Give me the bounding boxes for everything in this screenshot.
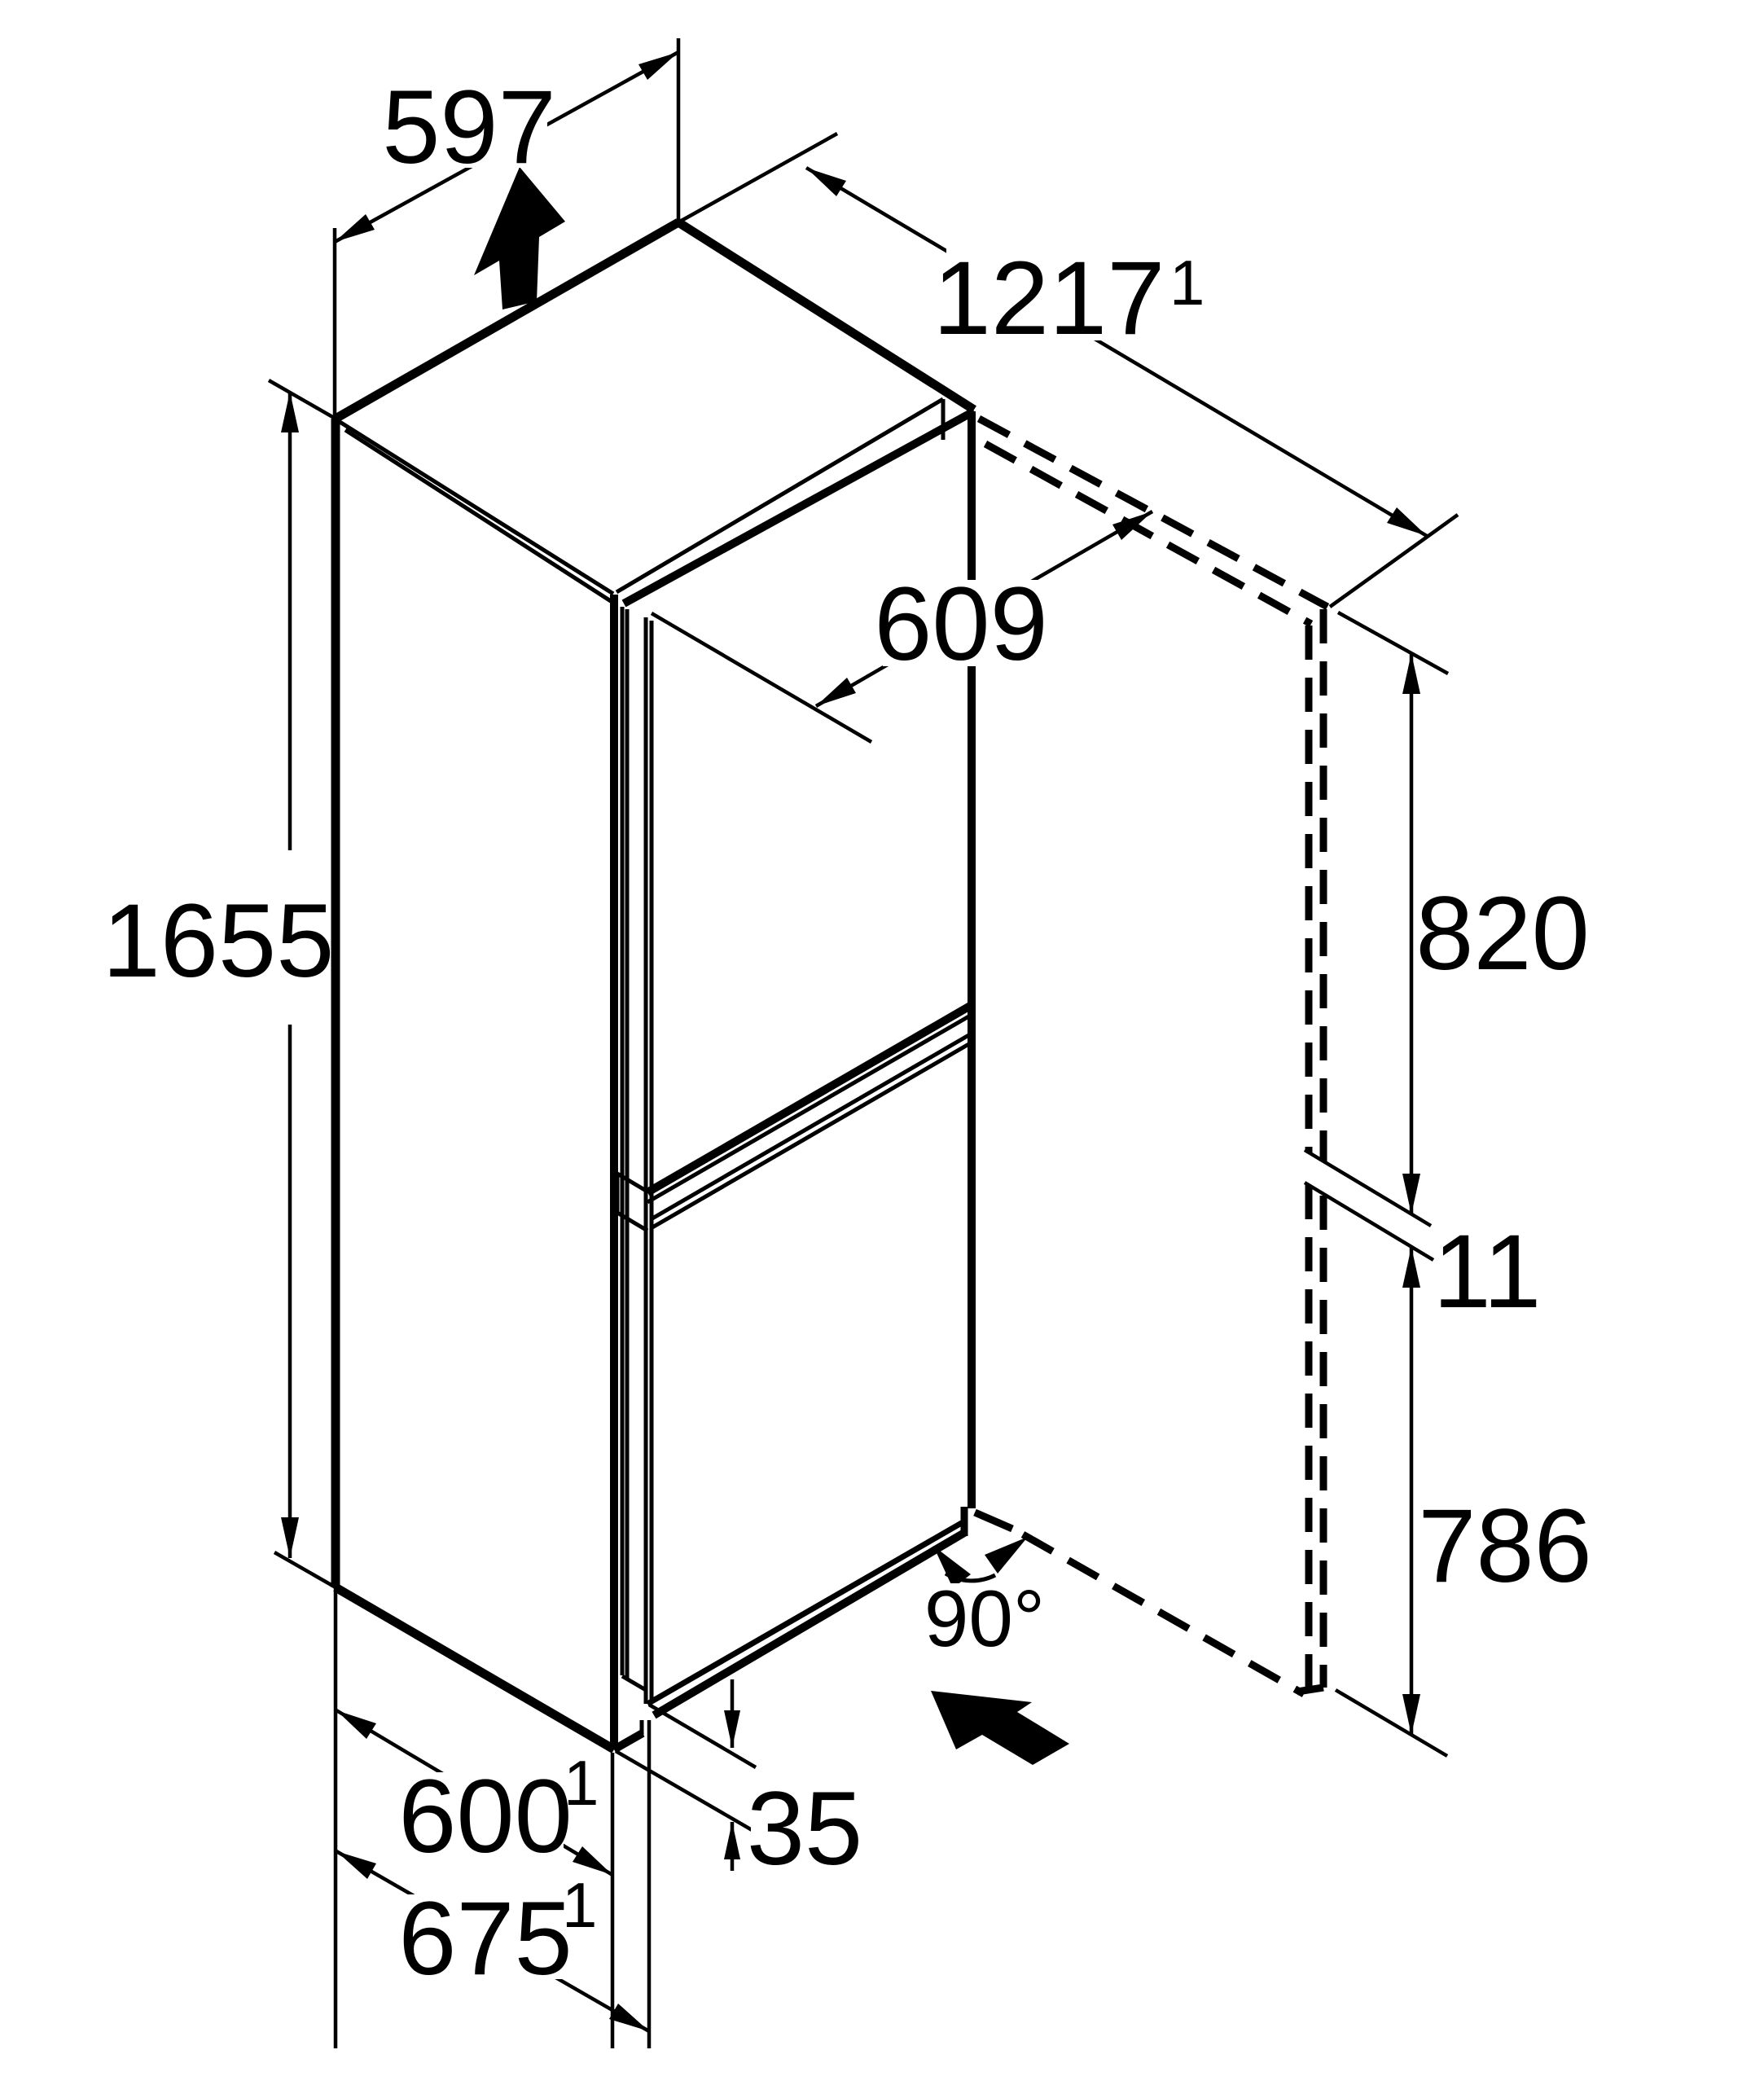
arrow-35-top [724,1710,740,1748]
label-90deg-text: 90° [924,1574,1045,1663]
edge-top-door-strip-inner [615,397,945,595]
label-675: 675 1 [398,1869,599,1997]
ext-1655-top [267,379,337,420]
label-609-text: 609 [874,566,1048,683]
label-600-text: 600 [398,1758,573,1875]
label-90deg: 90° [924,1574,1046,1663]
arrow-597-right [638,52,678,80]
label-1655-text: 1655 [103,883,335,999]
arrow-820-bottom [1402,1174,1420,1214]
open-door-bottom-cap [1297,1683,1324,1696]
ext-1655-bottom [273,1551,337,1589]
label-35-text: 35 [747,1771,862,1887]
arrow-820-top [1402,653,1420,694]
label-597-text: 597 [382,69,556,186]
door-side-bottom [621,1674,647,1692]
arrow-35-bottom [724,1822,740,1859]
dimension-labels: 597 1217 1 609 1655 820 11 786 90° [103,69,1592,1997]
lower-door-bottom-outer [646,1518,966,1707]
label-609: 609 [874,566,1048,683]
edge-top-front-left-outer [336,418,615,596]
edge-top-right-back [676,218,976,414]
ext-786-bottom [1334,1688,1449,1758]
ext-1217-apex [677,132,839,224]
label-600-sup: 1 [564,1747,599,1819]
lower-door-top-edge-1 [651,1031,973,1221]
dim-1217 [805,166,1428,538]
edge-top-door-strip-outer [621,407,976,608]
label-600: 600 1 [398,1747,601,1875]
edge-bottom-left [333,1583,617,1754]
arrow-1655-top [281,392,299,432]
label-1217-text: 1217 [933,240,1165,357]
ext-35-upper [647,1703,757,1769]
big-arrows [474,167,1069,1765]
arrow-609-left [816,678,856,706]
arrow-600-right [573,1846,612,1875]
label-35: 35 [747,1771,862,1887]
edge-top-left-back [333,218,681,423]
upper-door-bottom-edge [645,1001,974,1196]
open-door-top-inner [983,441,1314,627]
ext-820-door-top [1336,611,1450,675]
label-11-text: 11 [1433,1214,1542,1330]
label-11: 11 [1433,1214,1542,1330]
divider-stub-bottom [616,1210,649,1233]
arrow-1655-bottom [281,1517,299,1558]
door-bottom-hinge-stub [973,1508,1014,1533]
up-direction-arrow-icon [474,167,565,309]
label-675-text: 675 [398,1881,573,1997]
label-675-sup: 1 [562,1869,597,1941]
arrow-675-left [336,1851,376,1879]
label-1217: 1217 1 [933,240,1207,357]
arrow-1217-left [806,168,846,196]
ext-609-left [650,612,873,744]
label-1217-sup: 1 [1169,247,1205,318]
arrow-675-right [609,2004,649,2031]
base-front-edge [612,1729,645,1754]
arrow-600-left [336,1710,376,1739]
door-swing-arc [933,1537,1028,1588]
ext-35-lower [614,1749,761,1836]
ext-1217-door [1328,513,1459,608]
lower-door-bottom-inner [652,1529,967,1719]
open-door-top-outer [976,415,1330,610]
divider-stub-top [616,1171,649,1194]
dimension-arrowheads [281,52,1427,2031]
label-786-text: 786 [1418,1488,1592,1604]
open-door-dashed [976,415,1330,1697]
arrow-597-left [335,214,375,242]
lower-door-top-edge-2 [651,1040,973,1230]
open-door-bottom [1020,1531,1306,1697]
label-597: 597 [382,69,556,186]
arc-arrow-right [985,1537,1028,1574]
label-820: 820 [1415,876,1590,992]
arrow-1217-right [1387,507,1427,536]
arc-arrow-left [933,1546,971,1588]
upper-door-bottom-inner [646,1012,973,1205]
label-786: 786 [1418,1488,1592,1604]
label-820-text: 820 [1415,876,1590,992]
door-open-direction-arrow-icon [931,1691,1069,1765]
cabinet-outline [331,218,1014,1754]
extension-lines [267,38,1459,2048]
edge-top-front-left-inner [344,428,615,605]
arrow-609-right [1112,511,1152,540]
label-1655: 1655 [103,850,335,1025]
arrow-786-top [1402,1247,1420,1288]
arrow-786-bottom [1402,1694,1420,1735]
